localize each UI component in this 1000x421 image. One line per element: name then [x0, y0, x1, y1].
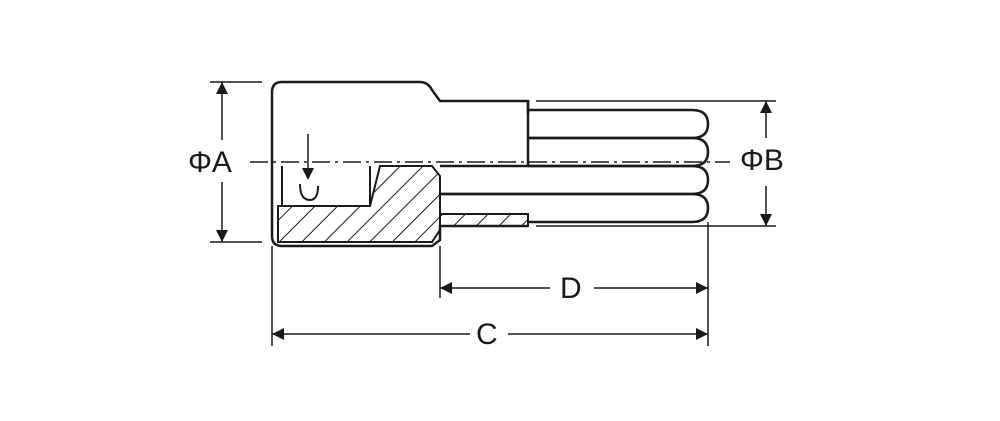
cut-section-hatch [277, 165, 529, 243]
dim-label-c: C [476, 318, 498, 351]
dim-label-b: ΦB [740, 144, 784, 177]
dimension-a: ΦA [188, 81, 262, 243]
dimension-c: C [271, 246, 709, 351]
drive-bore [281, 134, 371, 206]
dim-label-a: ΦA [188, 146, 232, 179]
socket-body [270, 80, 530, 248]
dimension-b: ΦB [536, 100, 784, 227]
bit-lobes [440, 108, 710, 224]
dim-label-d: D [560, 272, 582, 305]
dimension-d: D [439, 222, 709, 305]
